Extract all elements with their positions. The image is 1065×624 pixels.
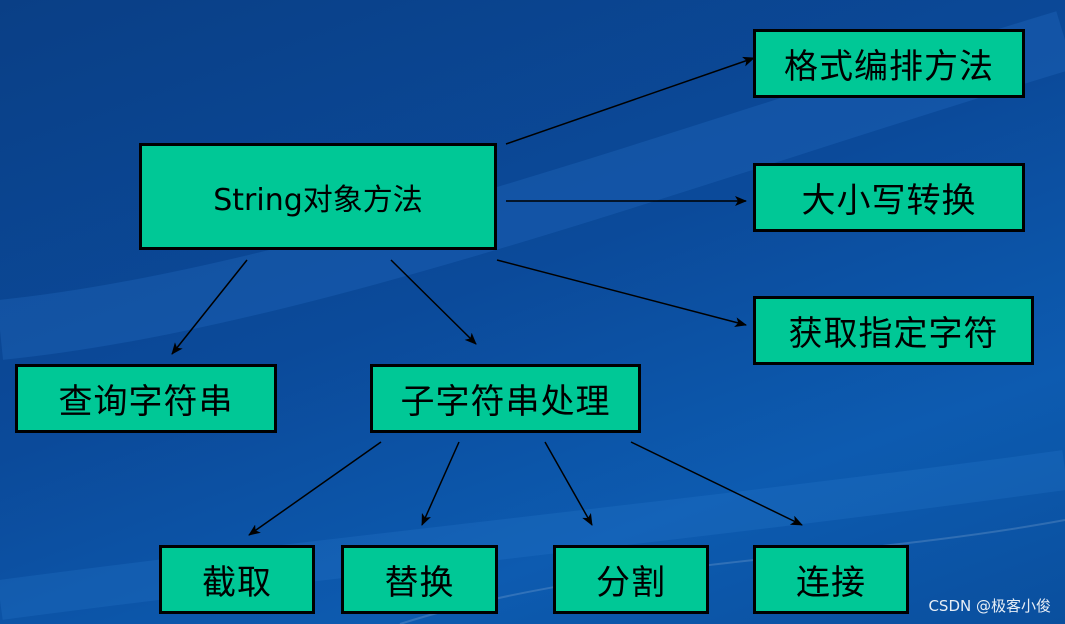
node-join: 连接 [753,545,909,614]
node-format-methods: 格式编排方法 [753,29,1025,98]
node-string-methods: String对象方法 [139,143,497,250]
node-get-char: 获取指定字符 [753,296,1034,365]
arrow-substring-to-split [544,441,593,526]
arrow-substring-to-slice [248,441,382,536]
arrow-substring-to-replace [421,441,460,526]
node-case-conversion: 大小写转换 [753,163,1025,232]
arrow-substring-to-join [630,441,803,526]
arrow-root-to-substring [390,259,477,345]
watermark-text: CSDN @极客小俊 [928,597,1051,615]
node-query-string: 查询字符串 [15,364,277,433]
node-substring-processing: 子字符串处理 [370,364,641,433]
arrow-root-to-format [505,56,755,145]
arrow-root-to-query [171,259,248,355]
node-replace: 替换 [341,545,498,614]
node-slice: 截取 [159,545,315,614]
node-split: 分割 [553,545,709,614]
arrow-root-to-getchar [496,259,747,328]
